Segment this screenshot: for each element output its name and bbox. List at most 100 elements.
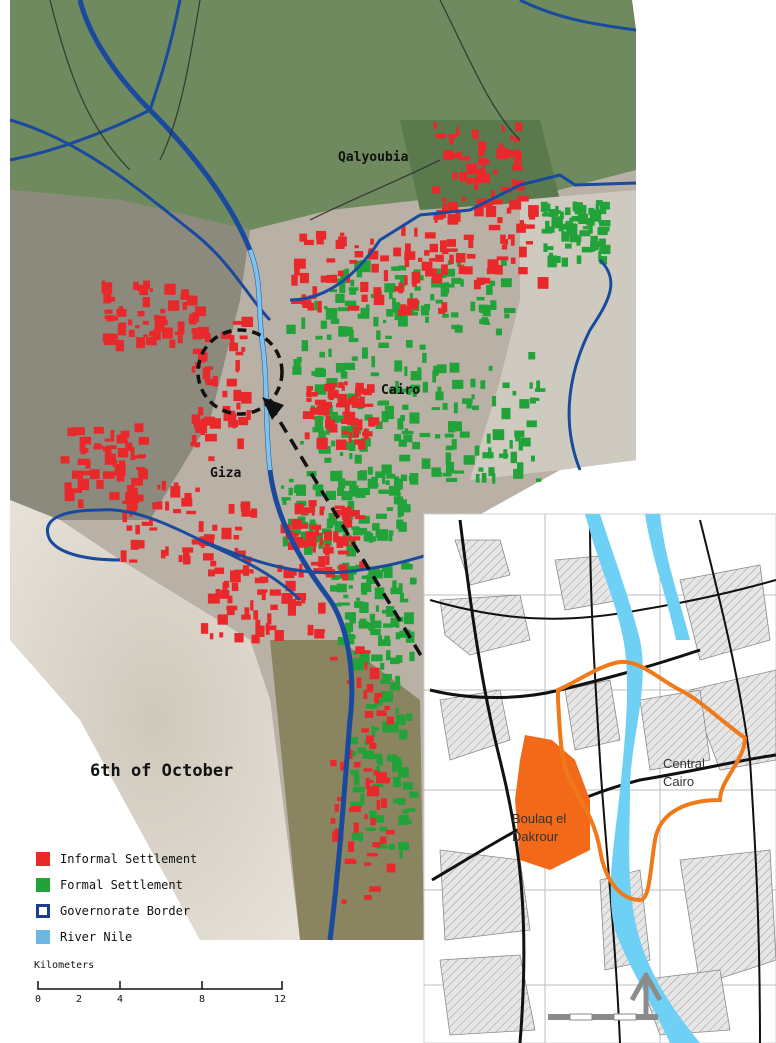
informal-patch xyxy=(208,569,215,577)
informal-patch xyxy=(441,264,448,275)
informal-patch xyxy=(414,227,418,237)
informal-patch xyxy=(122,512,128,523)
informal-patch xyxy=(228,420,238,428)
informal-patch xyxy=(441,208,452,212)
informal-patch xyxy=(131,477,143,486)
formal-patch xyxy=(599,244,611,255)
informal-patch xyxy=(342,411,351,416)
informal-patch xyxy=(478,173,491,183)
informal-patch xyxy=(519,246,527,258)
formal-patch xyxy=(359,602,369,613)
informal-patch xyxy=(241,614,251,620)
informal-patch xyxy=(192,348,205,354)
sixth-october-label: 6th of October xyxy=(90,761,233,781)
formal-patch xyxy=(448,421,456,433)
informal-patch xyxy=(318,602,326,614)
formal-patch xyxy=(509,440,513,449)
informal-patch xyxy=(222,406,231,412)
formal-patch xyxy=(435,434,441,439)
informal-patch xyxy=(170,485,181,498)
legend-item-informal: Informal Settlement xyxy=(36,846,197,872)
informal-patch xyxy=(338,382,344,388)
formal-patch xyxy=(555,216,561,228)
formal-patch xyxy=(513,468,524,479)
informal-patch xyxy=(355,515,366,520)
informal-patch xyxy=(114,464,126,476)
informal-patch xyxy=(104,315,116,320)
formal-patch xyxy=(354,774,360,786)
formal-patch xyxy=(452,379,464,389)
formal-patch xyxy=(412,441,421,450)
informal-patch xyxy=(449,135,454,145)
informal-patch xyxy=(319,537,323,546)
informal-patch xyxy=(367,785,380,797)
formal-patch xyxy=(301,317,306,329)
formal-patch xyxy=(437,472,442,477)
informal-patch xyxy=(337,270,344,277)
formal-patch xyxy=(450,312,459,318)
nile-swatch-icon xyxy=(36,930,50,944)
informal-patch xyxy=(339,232,345,237)
formal-patch xyxy=(398,815,409,826)
formal-patch xyxy=(481,472,487,483)
informal-patch xyxy=(341,385,345,391)
informal-patch xyxy=(359,382,364,395)
informal-patch xyxy=(212,375,218,387)
informal-patch xyxy=(347,305,360,311)
informal-patch xyxy=(316,437,328,449)
formal-patch xyxy=(596,200,603,206)
informal-patch xyxy=(366,683,374,693)
informal-patch xyxy=(107,445,117,450)
formal-patch xyxy=(439,283,444,288)
formal-patch xyxy=(380,698,384,703)
formal-patch xyxy=(395,707,399,714)
formal-patch xyxy=(535,478,542,482)
informal-patch xyxy=(332,831,344,842)
informal-patch xyxy=(508,234,515,240)
formal-patch xyxy=(466,402,472,409)
informal-patch xyxy=(424,250,430,256)
formal-patch xyxy=(398,766,409,778)
informal-patch xyxy=(370,238,374,245)
informal-patch xyxy=(195,306,206,317)
formal-patch xyxy=(491,396,497,407)
informal-patch xyxy=(363,768,373,772)
informal-swatch-icon xyxy=(36,852,50,866)
formal-patch xyxy=(412,392,417,397)
formal-patch xyxy=(367,466,373,475)
informal-patch xyxy=(165,546,169,556)
informal-patch xyxy=(201,541,205,548)
formal-patch xyxy=(474,445,480,456)
informal-patch xyxy=(404,251,416,260)
informal-patch xyxy=(93,426,104,434)
formal-patch xyxy=(357,747,367,754)
informal-patch xyxy=(440,240,447,252)
informal-patch xyxy=(142,320,149,325)
informal-patch xyxy=(143,280,150,289)
informal-patch xyxy=(203,553,214,561)
formal-patch xyxy=(396,714,406,725)
informal-patch xyxy=(195,425,208,433)
informal-patch xyxy=(118,306,124,311)
informal-patch xyxy=(496,148,509,160)
informal-patch xyxy=(380,255,389,262)
formal-patch xyxy=(569,223,576,232)
formal-patch xyxy=(325,490,336,500)
informal-patch xyxy=(481,202,493,208)
informal-patch xyxy=(255,619,261,628)
informal-patch xyxy=(495,265,503,275)
formal-patch xyxy=(588,221,593,234)
informal-patch xyxy=(281,593,293,604)
informal-patch xyxy=(345,858,355,863)
formal-patch xyxy=(576,255,582,264)
formal-patch xyxy=(541,213,554,217)
formal-patch xyxy=(431,467,441,477)
formal-patch xyxy=(354,601,364,608)
formal-patch xyxy=(336,583,347,593)
informal-patch xyxy=(354,439,361,445)
informal-patch xyxy=(404,258,410,268)
informal-patch xyxy=(380,836,387,844)
formal-patch xyxy=(409,293,413,304)
informal-patch xyxy=(537,277,549,289)
formal-patch xyxy=(389,388,398,394)
